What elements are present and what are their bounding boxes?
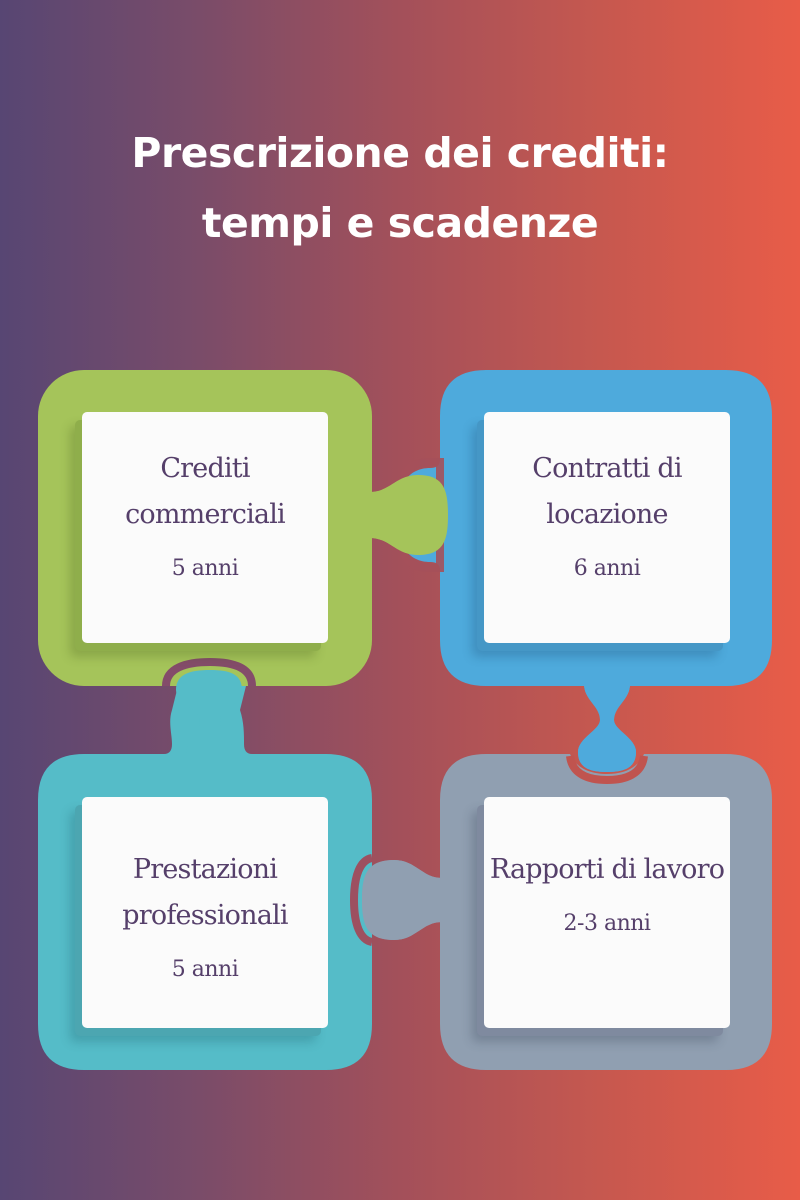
- card-title: Contratti di locazione: [532, 453, 682, 530]
- card-value: 5 anni: [171, 556, 239, 581]
- card-contratti-di-locazione: Contratti di locazione 6 anni: [484, 412, 730, 643]
- card-crediti-commerciali: Crediti commerciali 5 anni: [82, 412, 328, 643]
- card-title: Crediti commerciali: [125, 453, 286, 530]
- card-value: 5 anni: [171, 957, 239, 982]
- card-title: Rapporti di lavoro: [489, 854, 725, 885]
- title-line-1: Prescrizione dei crediti:: [131, 129, 669, 177]
- card-rapporti-di-lavoro: Rapporti di lavoro 2-3 anni: [484, 797, 730, 1028]
- card-value: 6 anni: [573, 556, 641, 581]
- card-title: Prestazioni professionali: [122, 854, 288, 931]
- title-line-2: tempi e scadenze: [201, 199, 599, 247]
- card-prestazioni-professionali: Prestazioni professionali 5 anni: [82, 797, 328, 1028]
- page-title: Prescrizione dei crediti: tempi e scaden…: [0, 118, 800, 258]
- card-value: 2-3 anni: [563, 911, 651, 936]
